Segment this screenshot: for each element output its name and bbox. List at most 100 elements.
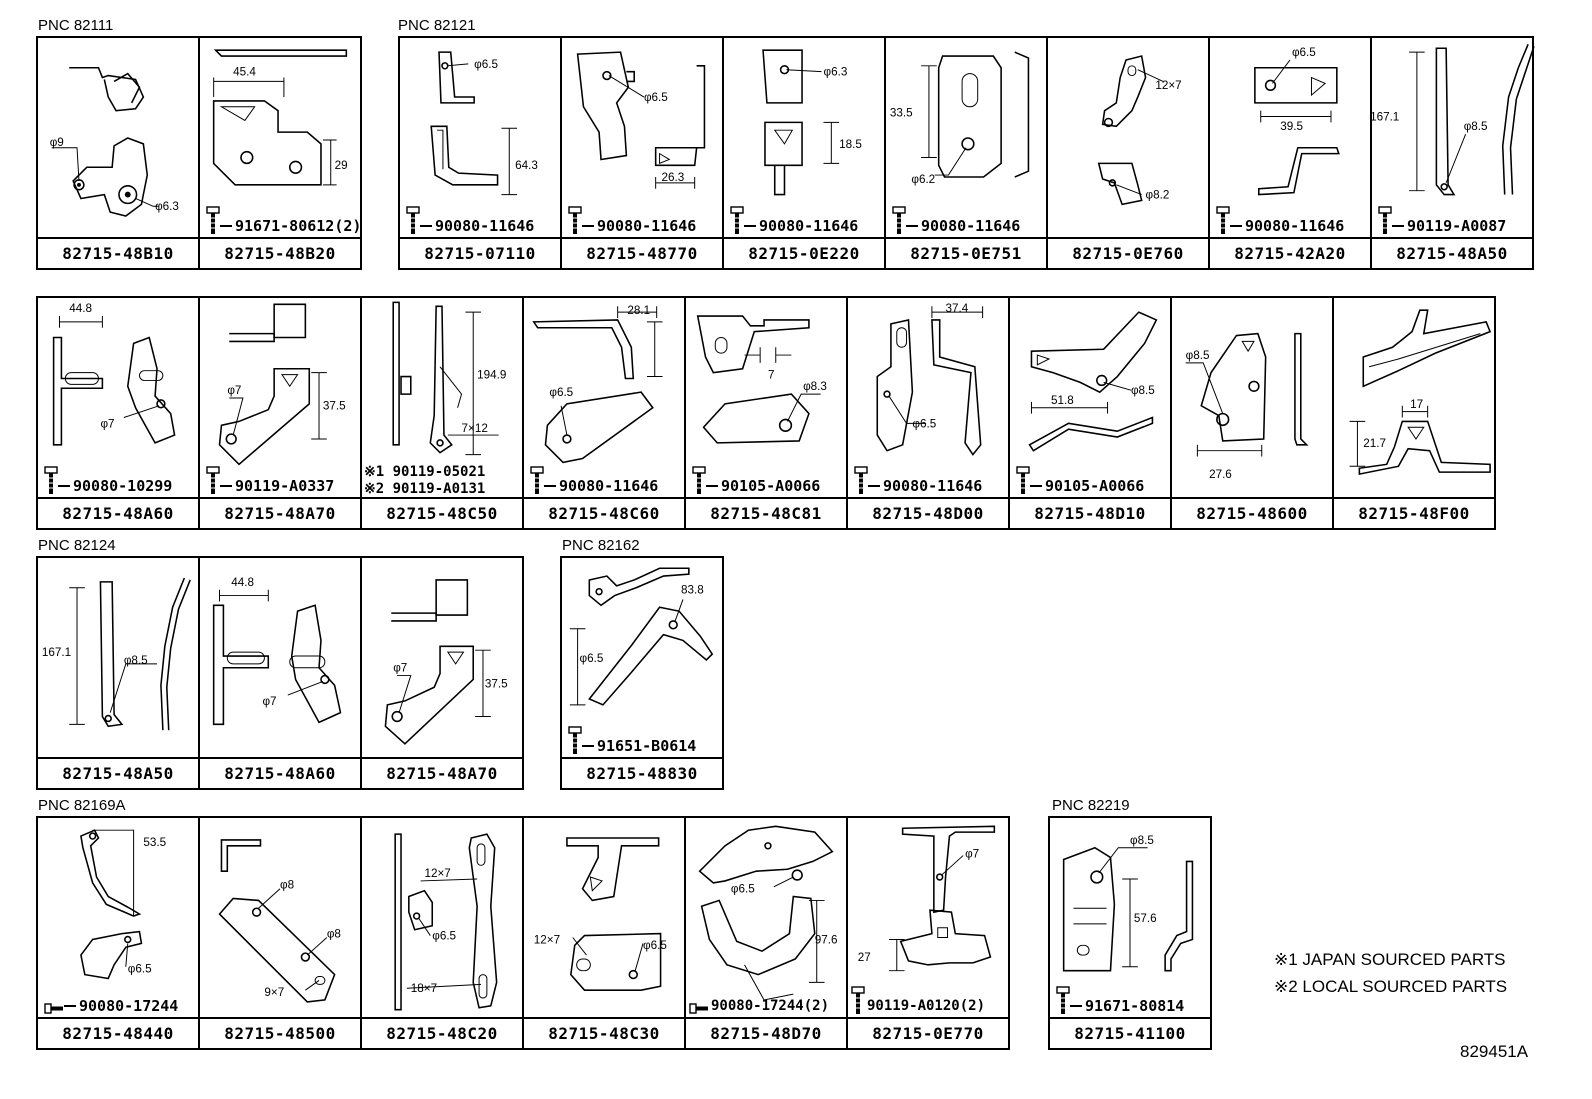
bolt-callout: 91651-B0614 xyxy=(568,725,696,755)
bolt-part-number: 90080-17244(2) xyxy=(711,998,830,1014)
dim-label: φ8.5 xyxy=(1130,834,1154,847)
part-drawing: φ6.5 97.6 xyxy=(686,818,846,1018)
bolt-icon xyxy=(406,206,420,234)
part-cell[interactable]: φ6.5 64.3 90080-11646 82715-07110 xyxy=(398,36,562,270)
part-drawing: φ9 φ6.3 xyxy=(38,38,198,238)
dim-label: 64.3 xyxy=(515,159,538,172)
bolt-icon xyxy=(892,206,906,234)
bolt-callout: 90105-A0066 xyxy=(1016,465,1144,495)
part-cell[interactable]: 53.5 φ6.5 90080-17244 82715-48440 xyxy=(36,816,200,1050)
part-cell[interactable]: 194.9 7×12 ※1 90119-05021 ※2 90119-A0131… xyxy=(360,296,524,530)
part-number: 82715-07110 xyxy=(400,237,560,268)
part-cell[interactable]: φ8.5 27.6 82715-48600 xyxy=(1170,296,1334,530)
note-japan-sourced: ※1 JAPAN SOURCED PARTS xyxy=(1274,950,1506,969)
dim-label: 27.6 xyxy=(1209,468,1232,481)
bolt-callout: 90119-A0337 xyxy=(206,465,334,495)
bolt-icon xyxy=(1216,206,1230,234)
part-cell[interactable]: 28.1 φ6.5 90080-11646 82715-48C60 xyxy=(522,296,686,530)
bolt-part-number: 90119-A0087 xyxy=(1407,217,1507,235)
part-cell[interactable]: φ6.5 26.3 90080-11646 82715-48770 xyxy=(560,36,724,270)
part-number: 82715-48500 xyxy=(200,1017,360,1048)
part-cell[interactable]: φ6.5 97.6 90080-17244(2) 82715-48D70 xyxy=(684,816,848,1050)
part-cell[interactable]: φ7 27 90119-A0120(2) 82715-0E770 xyxy=(846,816,1010,1050)
dim-label: 37.5 xyxy=(323,400,346,413)
dim-label: 45.4 xyxy=(233,66,256,79)
part-number: 82715-48A50 xyxy=(38,757,198,788)
bolt-callout: ※1 90119-05021 ※2 90119-A0131 xyxy=(364,464,485,498)
bolt-icon xyxy=(568,206,582,234)
bolt-part-number: 90080-11646 xyxy=(435,217,535,235)
part-cell[interactable]: φ6.5 39.5 90080-11646 82715-42A20 xyxy=(1208,36,1372,270)
bolt-callout: 90080-11646 xyxy=(854,465,982,495)
part-cell[interactable]: φ7 37.5 90119-A0337 82715-48A70 xyxy=(198,296,362,530)
part-cell[interactable]: φ6.3 18.5 90080-11646 82715-0E220 xyxy=(722,36,886,270)
part-cell[interactable]: 44.8 φ7 90080-10299 82715-48A60 xyxy=(36,296,200,530)
part-drawing: φ7 37.5 xyxy=(200,298,360,498)
group-label-82124: PNC 82124 xyxy=(38,537,116,554)
dim-label: φ6.5 xyxy=(128,963,152,976)
part-cell[interactable]: φ6.5 83.8 91651-B0614 82715-48830 xyxy=(560,556,724,790)
dim-label: φ6.3 xyxy=(155,200,179,213)
part-drawing: 45.4 29 xyxy=(200,38,360,238)
bolt-callout: 90105-A0066 xyxy=(692,465,820,495)
part-number: 82715-48C60 xyxy=(524,497,684,528)
part-number: 82715-0E770 xyxy=(848,1017,1008,1048)
part-cell[interactable]: 44.8 φ7 82715-48A60 xyxy=(198,556,362,790)
part-cell[interactable]: 37.4 φ6.5 90080-11646 82715-48D00 xyxy=(846,296,1010,530)
bolt-icon xyxy=(730,206,744,234)
dim-label: φ8.5 xyxy=(1186,349,1210,362)
dim-label: 12×7 xyxy=(1155,79,1181,92)
bolt-icon xyxy=(44,1003,63,1014)
dim-label: φ6.5 xyxy=(474,58,498,71)
part-cell[interactable]: 167.1 φ8.5 90119-A0087 82715-48A50 xyxy=(1370,36,1535,270)
part-cell[interactable]: 12×7 φ6.5 18×7 82715-48C20 xyxy=(360,816,524,1050)
dim-label: 57.6 xyxy=(1134,912,1157,925)
part-cell[interactable]: 33.5 φ6.2 90080-11646 82715-0E751 xyxy=(884,36,1048,270)
bolt-callout: 90080-11646 xyxy=(568,205,696,235)
part-cell[interactable]: φ7 37.5 82715-48A70 xyxy=(360,556,524,790)
part-cell[interactable]: 17 21.7 82715-48F00 xyxy=(1332,296,1496,530)
part-drawing: 194.9 7×12 xyxy=(362,298,522,498)
dim-label: 21.7 xyxy=(1363,437,1386,450)
part-number: 82715-0E220 xyxy=(724,237,884,268)
bolt-part-number: 90105-A0066 xyxy=(1045,477,1145,495)
part-cell[interactable]: 12×7 φ8.2 82715-0E760 xyxy=(1046,36,1210,270)
part-drawing: φ6.5 26.3 xyxy=(562,38,722,238)
dim-label: 51.8 xyxy=(1051,394,1074,407)
bolt-callout: 90119-A0120(2) xyxy=(851,985,985,1015)
bolt-part-number: 90105-A0066 xyxy=(721,477,821,495)
part-number: 82715-48D10 xyxy=(1010,497,1170,528)
part-cell[interactable]: 12×7 φ6.5 82715-48C30 xyxy=(522,816,686,1050)
dim-label: φ7 xyxy=(393,662,407,675)
dim-label: 28.1 xyxy=(627,304,650,317)
bolt-icon xyxy=(689,1003,708,1014)
part-cell[interactable]: 7 φ8.3 90105-A0066 82715-48C81 xyxy=(684,296,848,530)
bolt-icon xyxy=(44,466,58,494)
part-number: 82715-48830 xyxy=(562,757,722,788)
bolt-callout: 91671-80814 xyxy=(1056,985,1184,1015)
part-cell[interactable]: φ8 φ8 9×7 82715-48500 xyxy=(198,816,362,1050)
bolt-icon xyxy=(1378,206,1392,234)
part-cell[interactable]: 51.8 φ8.5 90105-A0066 82715-48D10 xyxy=(1008,296,1172,530)
dim-label: φ7 xyxy=(100,417,114,430)
diagram-code: 829451A xyxy=(1460,1042,1529,1061)
bolt-icon xyxy=(854,466,868,494)
part-cell[interactable]: 45.4 29 91671-80612(2) 82715-48B20 xyxy=(198,36,362,270)
bolt-part-number-local: ※2 90119-A0131 xyxy=(364,481,486,497)
part-cell[interactable]: 167.1 φ8.5 82715-48A50 xyxy=(36,556,200,790)
part-cell[interactable]: φ9 φ6.3 82715-48B10 xyxy=(36,36,200,270)
bolt-icon xyxy=(206,466,220,494)
dim-label: 29 xyxy=(335,159,348,172)
dim-label: 53.5 xyxy=(143,836,166,849)
bolt-callout: 90080-11646 xyxy=(1216,205,1344,235)
dim-label: φ8 xyxy=(280,879,294,892)
part-number: 82715-48A60 xyxy=(200,757,360,788)
dim-label: 12×7 xyxy=(424,867,450,880)
part-number: 82715-48A70 xyxy=(362,757,522,788)
part-drawing: φ8.5 57.6 xyxy=(1050,818,1210,1018)
dim-label: 37.4 xyxy=(946,302,969,315)
dim-label: φ6.5 xyxy=(643,939,667,952)
part-cell[interactable]: φ8.5 57.6 91671-80814 82715-41100 xyxy=(1048,816,1212,1050)
dim-label: φ7 xyxy=(965,848,979,861)
part-drawing: 12×7 φ8.2 xyxy=(1048,38,1208,238)
